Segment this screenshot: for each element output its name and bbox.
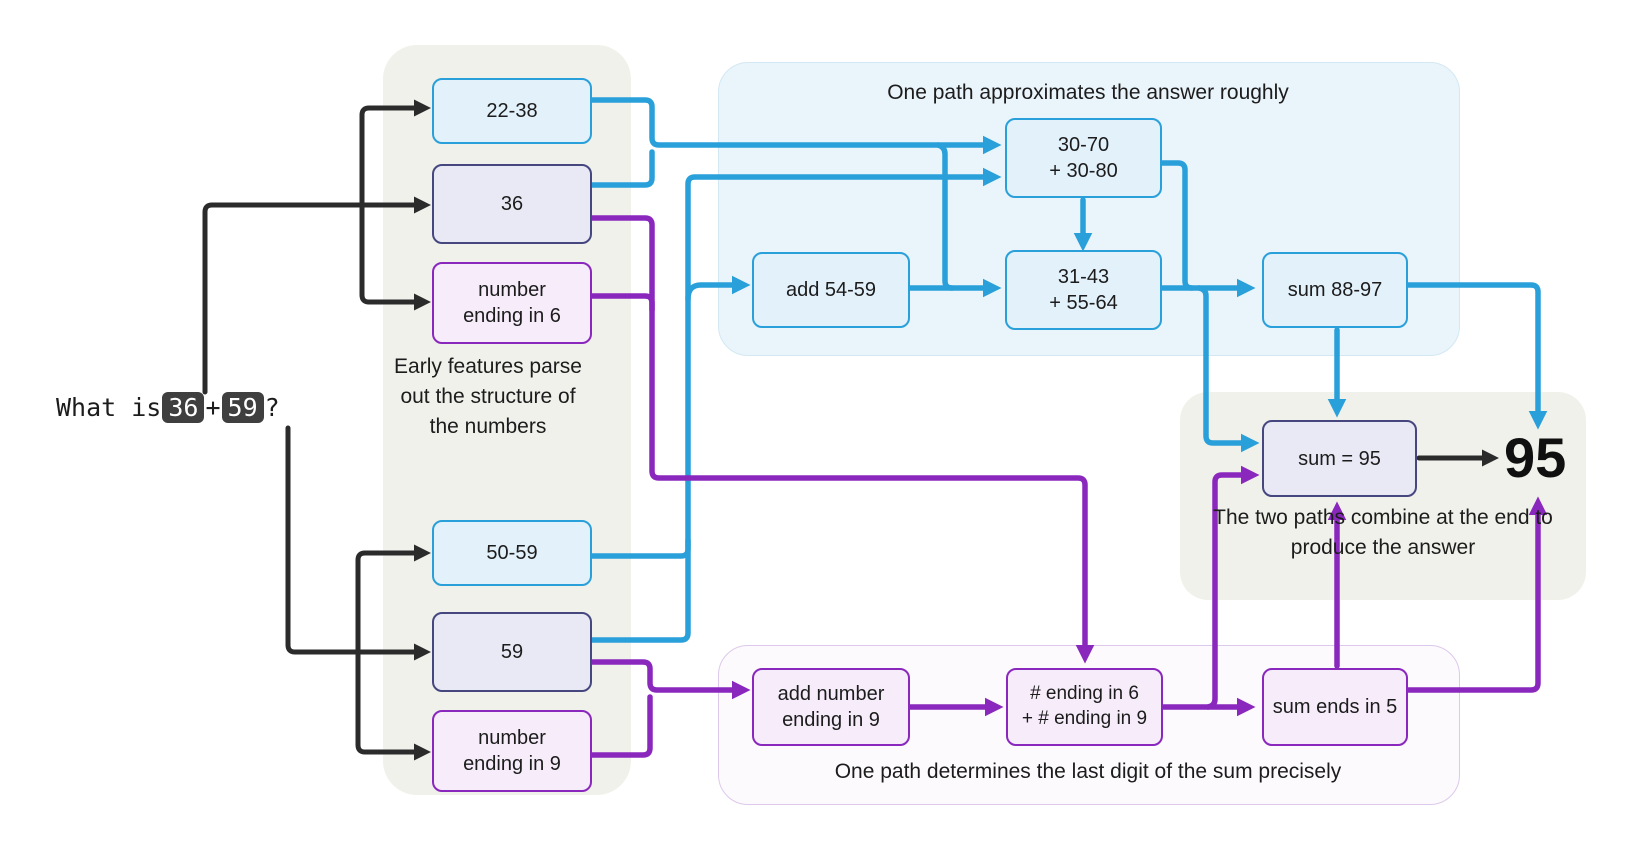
box-label: sum ends in 5 (1272, 696, 1398, 718)
feature-box-number-ending-in-6: number ending in 6 (432, 262, 592, 344)
prompt-suffix: ? (264, 393, 280, 422)
box-label-line: add number (777, 683, 885, 705)
box-label-line: + # ending in 9 (1021, 708, 1148, 729)
final-answer-95: 95 (1504, 426, 1567, 489)
feature-box-59: 59 (432, 612, 592, 692)
early-features-caption: Early features parse out the structure o… (394, 355, 582, 438)
black-token-wires (202, 99, 1499, 761)
box-30-70-plus-30-80: 30-70 + 30-80 (1005, 118, 1162, 198)
box-sum-equals-95: sum = 95 (1262, 420, 1417, 497)
box-add-54-59: add 54-59 (752, 252, 910, 328)
purple-precise-wires (589, 215, 1548, 758)
box-label-line: # ending in 6 (1030, 683, 1139, 705)
box-31-43-plus-55-64: 31-43 + 55-64 (1005, 250, 1162, 330)
box-label-line: 30-70 (1057, 134, 1110, 156)
prompt-text: What is 36 + 59 ? (56, 392, 280, 423)
feature-box-50-59: 50-59 (432, 520, 592, 586)
feature-box-36: 36 (432, 164, 592, 244)
feature-label: number ending in 9 (463, 727, 561, 775)
combination-caption: The two paths combine at the end to prod… (1213, 506, 1553, 559)
precise-path-caption: One path determines the last digit of th… (834, 760, 1342, 783)
token-59: 59 (221, 392, 264, 423)
feature-label: 59 (500, 641, 524, 663)
prompt-prefix: What is (56, 393, 162, 422)
box-hash-ending-in-6-plus-9: # ending in 6 + # ending in 9 (1006, 668, 1163, 746)
box-label-line: 31-43 (1057, 266, 1110, 288)
box-label-line: + 55-64 (1049, 292, 1118, 314)
prompt-operator: + (205, 393, 221, 422)
feature-label: number ending in 6 (463, 279, 561, 327)
box-label: sum 88-97 (1287, 279, 1383, 301)
box-label-line: + 30-80 (1049, 160, 1118, 182)
approximate-path-title: One path approximates the answer roughly (887, 81, 1289, 104)
blue-approximate-wires (589, 97, 1548, 643)
feature-label: 36 (500, 193, 524, 215)
feature-box-22-38: 22-38 (432, 78, 592, 144)
feature-label: 50-59 (486, 542, 538, 564)
box-label: add 54-59 (785, 279, 877, 301)
box-label: sum = 95 (1298, 447, 1381, 470)
feature-box-number-ending-in-9: number ending in 9 (432, 710, 592, 792)
feature-label: 22-38 (486, 100, 538, 122)
token-36: 36 (162, 392, 205, 423)
box-sum-ends-in-5: sum ends in 5 (1262, 668, 1408, 746)
box-sum-88-97: sum 88-97 (1262, 252, 1408, 328)
box-label-line: ending in 9 (782, 709, 880, 731)
box-add-number-ending-in-9: add number ending in 9 (752, 668, 910, 746)
